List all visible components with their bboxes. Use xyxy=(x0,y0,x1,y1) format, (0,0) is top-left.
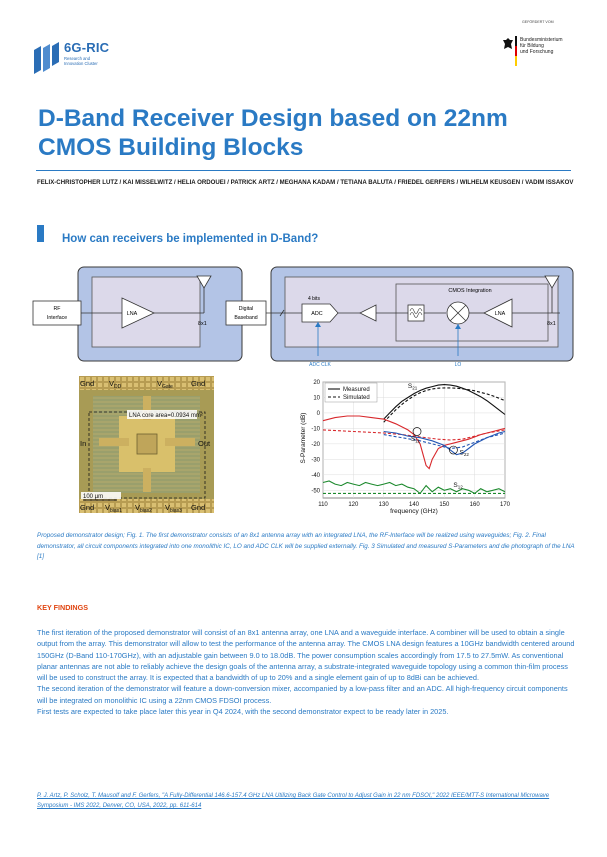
y-axis-label: S-Parameter (dB) xyxy=(300,413,307,464)
series-line xyxy=(322,429,506,441)
page-title: D-Band Receiver Design based on 22nm CMO… xyxy=(38,105,508,161)
pad-vbias1-sub: bias1 xyxy=(110,508,122,513)
series-line xyxy=(383,430,506,456)
y-tick-label: -10 xyxy=(311,426,320,432)
rf-interface-label-2: Interface xyxy=(47,315,67,321)
x-tick-label: 130 xyxy=(379,502,390,508)
legend-label: Simulated xyxy=(343,395,370,401)
title-divider xyxy=(36,170,571,171)
digital-baseband-box xyxy=(225,300,267,326)
series-annotation: S11 xyxy=(411,436,421,444)
pad-vbias3-sub: bias3 xyxy=(170,508,182,513)
6g-ric-logo-icon xyxy=(34,42,59,74)
cmos-label: CMOS Integration xyxy=(448,288,491,294)
figure-caption: Proposed demonstrator design; Fig. 1. Th… xyxy=(37,532,575,560)
digital-label-1: Digital xyxy=(239,306,253,312)
array-1-label: 8x1 xyxy=(198,321,207,327)
pad-gnd-tl: Gnd xyxy=(80,379,94,388)
adc-clk-label: ADC CLK xyxy=(309,362,331,368)
antenna-2-icon xyxy=(544,275,560,289)
lna-area-label: LNA core area=0.0934 mm² xyxy=(129,413,203,419)
pad-gnd-bl: Gnd xyxy=(80,503,94,512)
array-2-label: 8x1 xyxy=(547,321,556,327)
series-line xyxy=(383,384,506,420)
rf-interface-box xyxy=(32,300,82,326)
series-line xyxy=(383,432,506,450)
pad-vbias3: V xyxy=(165,503,170,512)
series-annotation: S21 xyxy=(408,383,418,391)
x-tick-label: 120 xyxy=(348,502,359,508)
y-tick-label: -30 xyxy=(311,457,320,463)
section-title: How can receivers be implemented in D-Ba… xyxy=(62,233,319,245)
series-annotation: S22 xyxy=(460,450,470,458)
s-parameter-chart: 110 120 130 140 150 160 170 20 10 0 -10 -20 -30 -40 -5… xyxy=(300,380,511,515)
reference-link[interactable]: P. J. Artz, P. Scholz, T. Mausolf and F.… xyxy=(37,793,550,809)
key-findings-body: The first iteration of the proposed demo… xyxy=(37,627,579,717)
plot-ticks: 110 120 130 140 150 160 170 20 10 0 -10 -20 -30 -40 -5… xyxy=(311,380,510,508)
pad-vgate: V xyxy=(157,379,162,388)
pad-vdd-sub: DD xyxy=(114,384,122,390)
author-list: FELIX-CHRISTOPHER LUTZ / KAI MISSELWITZ … xyxy=(37,179,574,186)
digital-label-2: Baseband xyxy=(234,315,257,321)
key-findings-paragraph: The first iteration of the proposed demo… xyxy=(37,628,575,683)
y-tick-label: -40 xyxy=(311,473,320,479)
scale-bar-label: 100 µm xyxy=(83,494,103,500)
sponsor-name: Bundesministerium für Bildung und Forsch… xyxy=(520,37,563,56)
key-findings-paragraph: First tests are expected to take place l… xyxy=(37,707,449,717)
x-axis-label: frequency (GHz) xyxy=(390,508,438,515)
pad-vdd: V xyxy=(109,379,114,388)
y-tick-label: 20 xyxy=(313,380,320,386)
y-tick-label: -20 xyxy=(311,442,320,448)
pad-gnd-br: Gnd xyxy=(191,503,205,512)
adc-symbol xyxy=(301,303,339,323)
pad-vbias2-sub: bias2 xyxy=(140,508,152,513)
x-tick-label: 150 xyxy=(439,502,450,508)
series-line xyxy=(383,387,506,423)
bits-label: 4 bits xyxy=(308,296,320,302)
s11-marker xyxy=(412,427,422,436)
key-findings-paragraph: The second iteration of the demonstrator… xyxy=(37,684,568,705)
legend-label: Measured xyxy=(343,387,370,393)
lo-label: LO xyxy=(455,362,462,368)
pad-gnd-tr: Gnd xyxy=(191,379,205,388)
pad-vbias1: V xyxy=(105,503,110,512)
adc-label: ADC xyxy=(311,311,322,317)
lna-2-label: LNA xyxy=(495,311,506,317)
key-findings-title: KEY FINDINGS xyxy=(37,603,88,612)
s22-marker xyxy=(449,445,458,455)
x-tick-label: 110 xyxy=(318,502,328,508)
plot-lines xyxy=(322,384,506,495)
logo-subtitle: Research and Innovation Cluster xyxy=(64,56,98,66)
federal-eagle-icon xyxy=(503,38,513,49)
sponsor-note: GEFÖRDERT VOM xyxy=(522,20,554,24)
section-marker xyxy=(37,225,44,242)
lna-1-symbol xyxy=(121,297,155,329)
series-line xyxy=(322,415,506,470)
antenna-1-icon xyxy=(196,275,212,289)
rf-interface-label-1: RF xyxy=(54,306,61,312)
x-tick-label: 140 xyxy=(409,502,420,508)
logo-title: 6G-RIC xyxy=(64,40,110,55)
lna-die-photo: LNA core area=0.0934 mm² Gnd V DD V Gate… xyxy=(79,376,214,513)
series-annotation: S12 xyxy=(453,482,463,490)
lowpass-filter-icon xyxy=(407,304,425,322)
y-tick-label: -50 xyxy=(311,488,320,494)
y-tick-label: 10 xyxy=(313,395,320,401)
block-diagram: RF Interface LNA 8x1 CMOS Integration Di… xyxy=(32,266,574,368)
german-flag-icon xyxy=(515,36,517,66)
port-out: Out xyxy=(198,439,211,448)
y-tick-label: 0 xyxy=(317,411,321,417)
x-tick-label: 160 xyxy=(470,502,481,508)
lna-1-label: LNA xyxy=(127,311,138,317)
pad-vbias2: V xyxy=(135,503,140,512)
x-tick-label: 170 xyxy=(500,502,511,508)
port-in: In xyxy=(80,439,86,448)
pad-vgate-sub: Gate xyxy=(162,384,173,390)
